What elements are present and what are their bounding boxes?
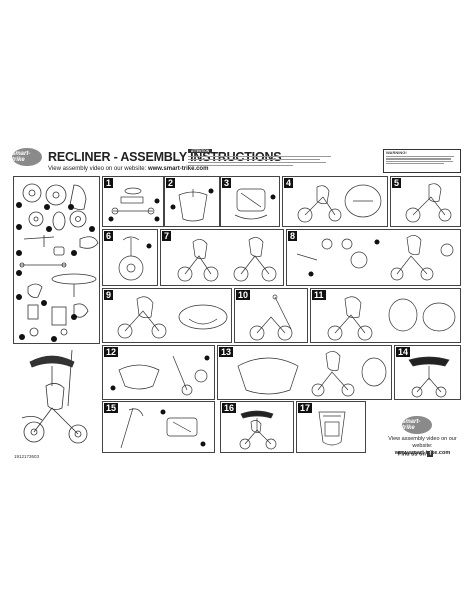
step-8-number: 8 (288, 231, 298, 241)
brand-logo-text: smart-trike (12, 151, 31, 163)
step-12-number: 12 (104, 347, 119, 357)
step-11-number: 11 (312, 290, 326, 300)
step-5-number: 5 (392, 178, 402, 188)
step-9-panel: 9 (102, 288, 232, 343)
step-3-illustration (234, 188, 276, 220)
step-17-illustration (318, 411, 346, 446)
attention-heading: ATTENTION (188, 149, 213, 153)
assembled-trike-illustration (12, 346, 98, 452)
footer-video-text: View assembly video on our website: www.… (380, 436, 465, 457)
step-10-illustration (249, 294, 293, 341)
step-6-illustration (118, 236, 152, 281)
product-code: 1912173603 (14, 454, 40, 459)
footer-social-text: Find us on (398, 451, 426, 458)
step-13-illustration (237, 351, 387, 397)
page-subtitle: View assembly video on our website: www.… (48, 166, 208, 172)
page-title: RECLINER - ASSEMBLY INSTRUCTIONS (48, 150, 282, 164)
step-15-illustration (120, 407, 206, 449)
step-4-panel: 4 (282, 176, 388, 227)
step-9-number: 9 (104, 290, 114, 300)
step-1-illustration (108, 187, 160, 222)
step-14-number: 14 (396, 347, 411, 357)
footer-brand-logo: smart-trike (402, 416, 432, 434)
step-6-panel: 6 (102, 229, 158, 286)
step-16-illustration (239, 410, 277, 450)
step-16-panel: 16 (220, 401, 294, 453)
footer-social[interactable]: Find us on f (398, 451, 434, 458)
parts-list-panel (13, 176, 100, 344)
step-14-panel: 14 (394, 345, 461, 400)
step-13-panel: 13 (217, 345, 392, 400)
step-7-number: 7 (162, 231, 172, 241)
step-11-illustration (327, 296, 456, 341)
parts-illustration (16, 183, 99, 342)
warning-box: WARNING! (383, 149, 461, 173)
step-17-panel: 17 (296, 401, 366, 453)
facebook-icon[interactable]: f (427, 451, 434, 457)
step-17-number: 17 (298, 403, 313, 413)
step-11-panel: 11 (310, 288, 461, 343)
attention-lines (188, 155, 338, 166)
step-6-number: 6 (104, 231, 114, 241)
step-9-illustration (117, 296, 228, 339)
step-16-number: 16 (222, 403, 237, 413)
step-2-illustration (170, 188, 214, 222)
step-8-illustration (296, 235, 454, 281)
step-10-number: 10 (236, 290, 251, 300)
step-5-illustration (405, 183, 452, 223)
step-5-panel: 5 (390, 176, 461, 227)
subtitle-prefix: View assembly video on our website: (48, 166, 148, 172)
step-2-panel: 2 (164, 176, 220, 227)
footer-video-line: View assembly video on our website: (388, 436, 457, 449)
step-7-illustration (177, 237, 277, 282)
step-4-illustration (297, 184, 382, 223)
step-2-number: 2 (166, 178, 176, 188)
step-7-panel: 7 (160, 229, 284, 286)
step-4-number: 4 (284, 178, 294, 188)
step-15-number: 15 (104, 403, 119, 413)
subtitle-url[interactable]: www.smart-trike.com (147, 166, 209, 172)
step-3-number: 3 (222, 178, 232, 188)
step-10-panel: 10 (234, 288, 308, 343)
step-12-illustration (110, 355, 210, 396)
footer-video-url[interactable]: www.smart-trike.com (394, 450, 451, 456)
step-14-illustration (408, 356, 450, 398)
attention-notice: ATTENTION (188, 149, 338, 173)
step-1-panel: 1 (102, 176, 164, 227)
step-1-number: 1 (104, 178, 114, 188)
assembled-trike-drawing (21, 349, 88, 444)
footer-brand-text: smart-trike (402, 419, 421, 431)
step-13-number: 13 (219, 347, 234, 357)
warning-heading: WARNING! (386, 150, 407, 155)
brand-logo: smart-trike (12, 148, 42, 166)
step-3-panel: 3 (220, 176, 280, 227)
step-12-panel: 12 (102, 345, 215, 400)
step-8-panel: 8 (286, 229, 461, 286)
step-15-panel: 15 (102, 401, 215, 453)
